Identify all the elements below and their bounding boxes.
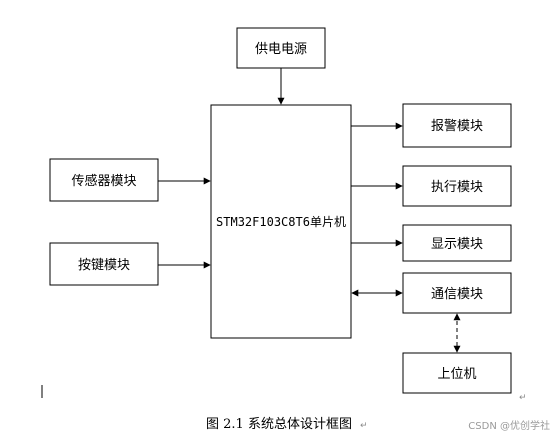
csdn-watermark: CSDN @优创学社 bbox=[468, 419, 550, 432]
host-computer-box bbox=[402, 352, 512, 394]
power-supply-box bbox=[236, 27, 326, 69]
power-supply-label: 供电电源 bbox=[255, 42, 307, 57]
button-module-label: 按键模块 bbox=[78, 258, 130, 273]
host-computer-label: 上位机 bbox=[437, 367, 476, 382]
alarm-module-box bbox=[402, 103, 512, 148]
alarm-module-label: 报警模块 bbox=[431, 118, 483, 134]
display-module-box bbox=[402, 224, 512, 262]
paragraph-mark-caption: ↵ bbox=[360, 421, 368, 431]
mcu-box bbox=[210, 104, 352, 339]
sensor-module-label: 传感器模块 bbox=[71, 173, 136, 189]
mcu-label: STM32F103C8T6单片机 bbox=[216, 215, 346, 229]
actuator-module-label: 执行模块 bbox=[431, 180, 483, 195]
comm-module-label: 通信模块 bbox=[431, 287, 483, 302]
button-module-box bbox=[49, 242, 159, 286]
figure-caption: 图 2.1 系统总体设计框图 bbox=[206, 417, 352, 432]
sensor-module-box bbox=[49, 158, 159, 202]
paragraph-mark-right: ↵ bbox=[519, 393, 527, 403]
comm-module-box bbox=[402, 272, 512, 314]
display-module-label: 显示模块 bbox=[431, 237, 483, 252]
actuator-module-box bbox=[402, 165, 512, 207]
